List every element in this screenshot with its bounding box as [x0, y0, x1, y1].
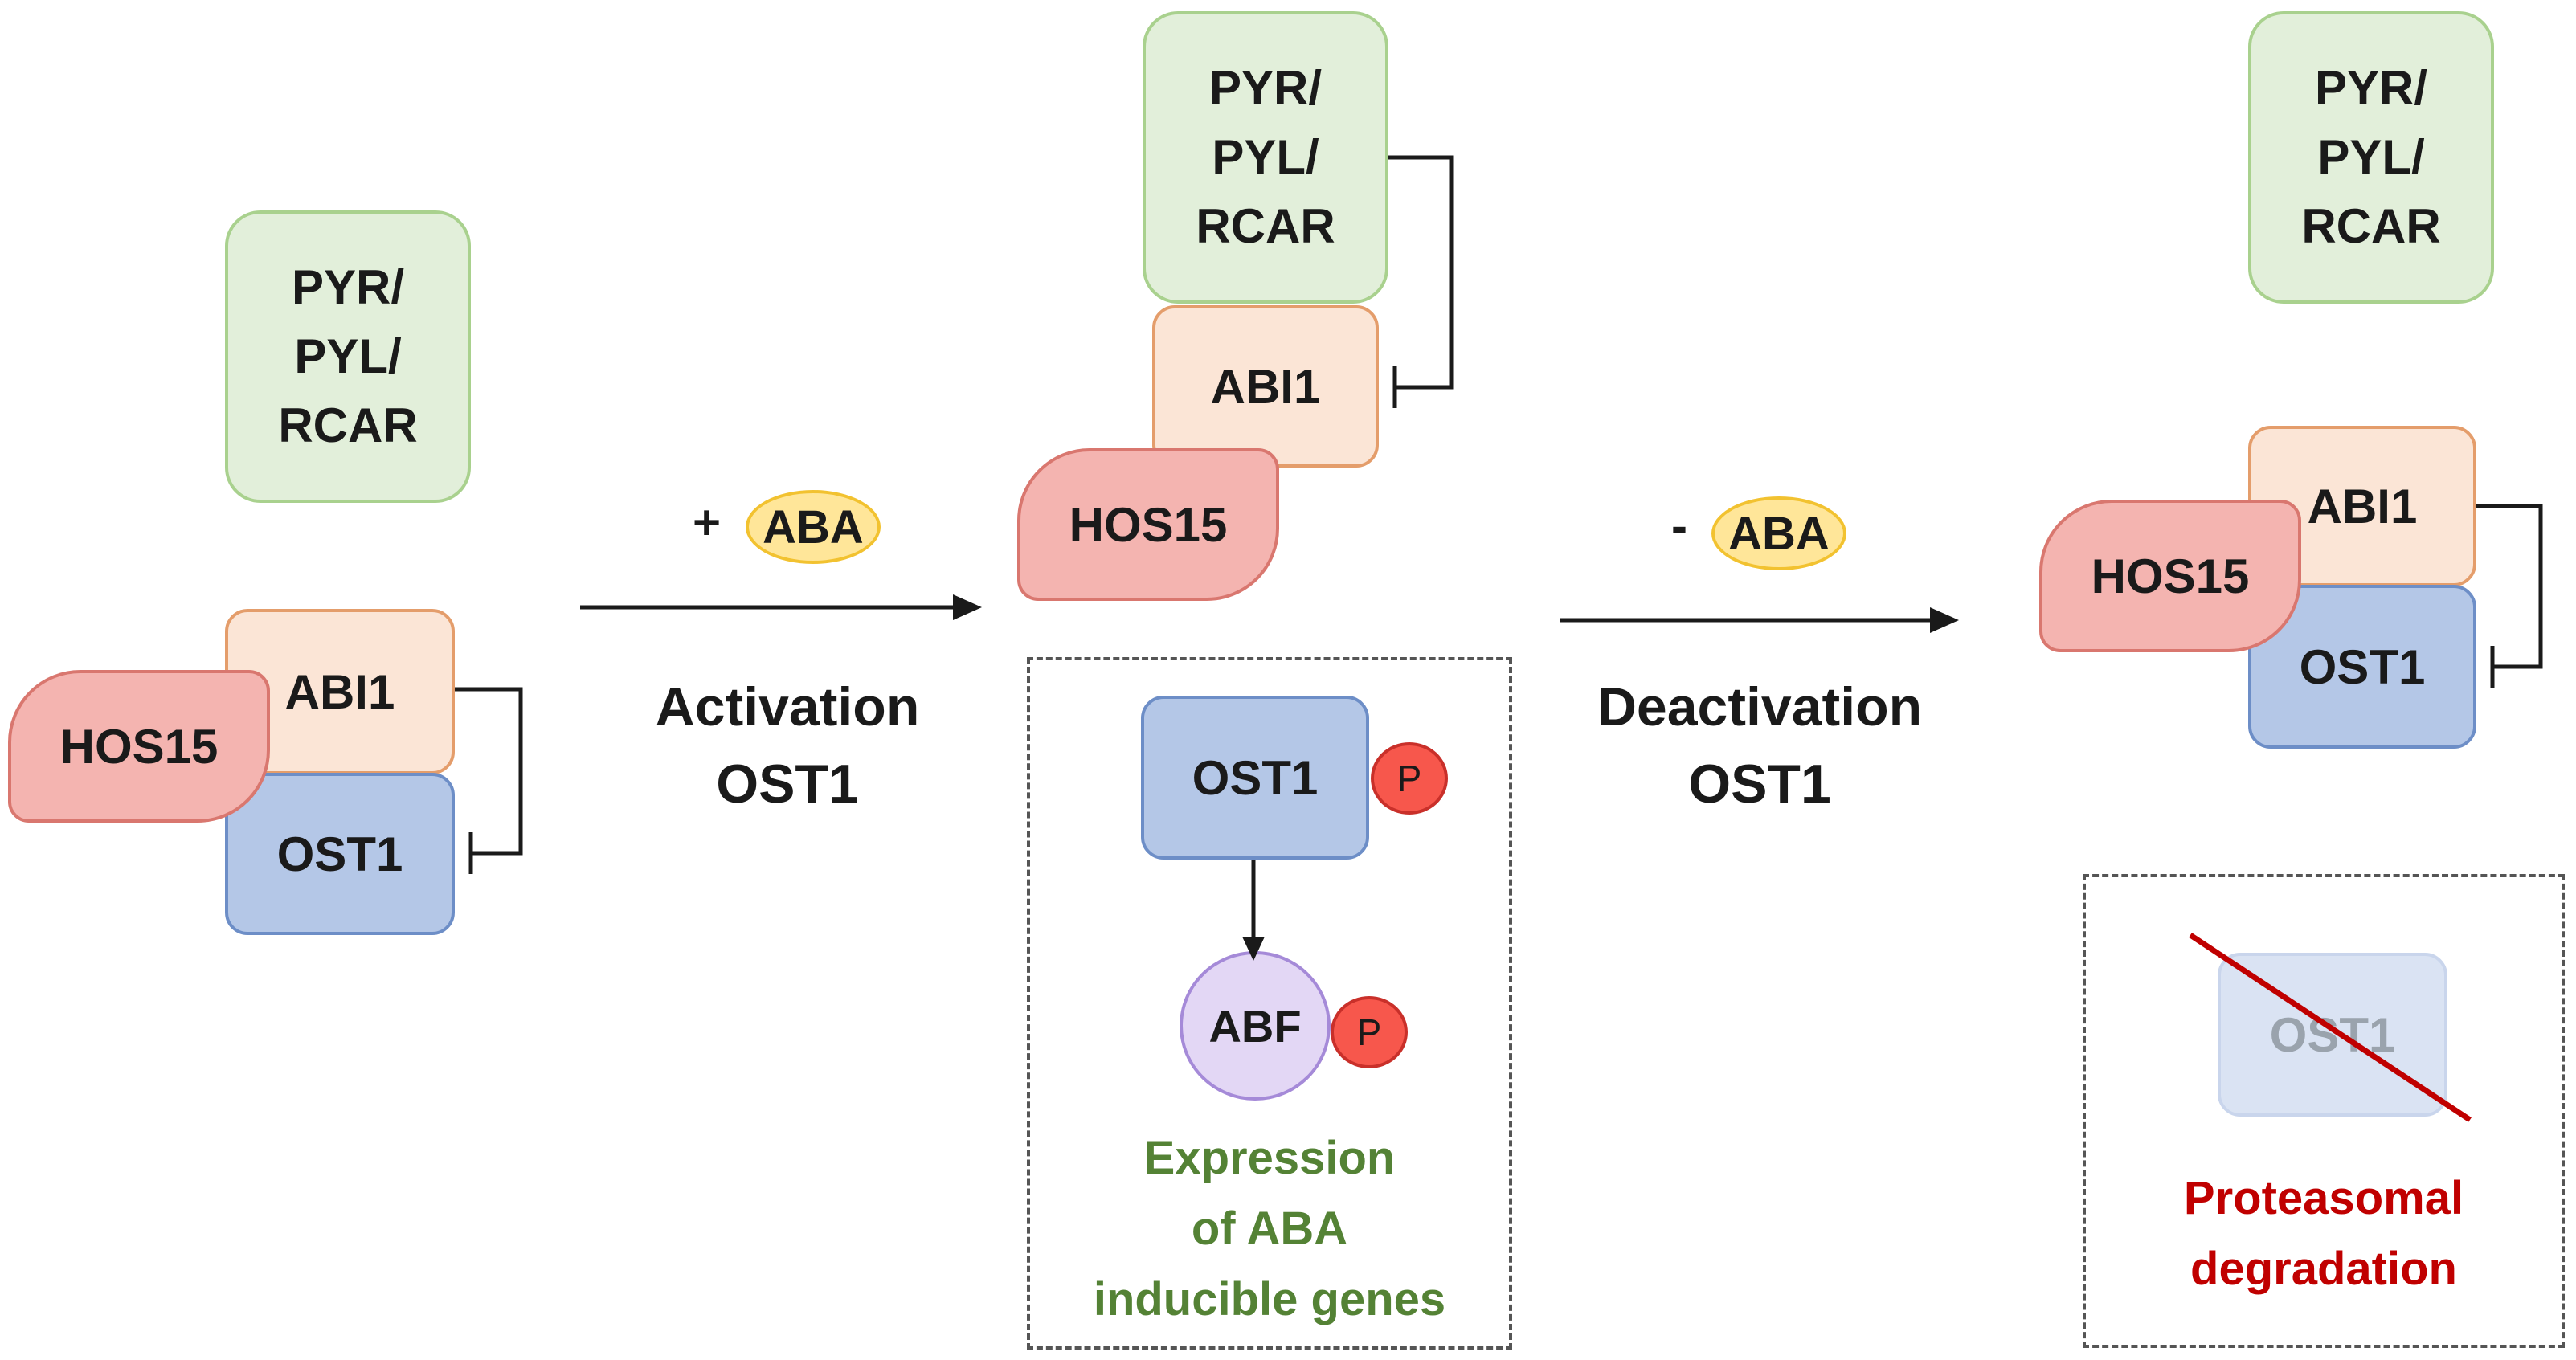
left-receptor-box: PYR/ PYL/ RCAR	[225, 210, 471, 503]
left-receptor-label: PYR/ PYL/ RCAR	[278, 260, 418, 452]
ost1-phospho-badge: P	[1371, 742, 1448, 815]
right-inhibition-line	[2476, 504, 2543, 669]
middle-active-ost1-label: OST1	[1192, 750, 1319, 805]
ost1-phospho-label: P	[1396, 758, 1422, 799]
right-ost1-box: OST1	[2248, 585, 2476, 749]
left-ost1-label: OST1	[276, 827, 403, 881]
middle-active-ost1-box: OST1	[1141, 696, 1369, 860]
right-receptor-box: PYR/ PYL/ RCAR	[2248, 11, 2494, 304]
left-inhibition-line	[455, 687, 523, 856]
middle-receptor-label: PYR/ PYL/ RCAR	[1196, 61, 1335, 253]
deactivation-arrowhead	[1930, 607, 1959, 633]
activation-aba-label: ABA	[763, 500, 864, 553]
activation-arrowhead	[953, 594, 982, 620]
degraded-ost1-label: OST1	[2269, 1007, 2396, 1062]
left-hos15-label: HOS15	[59, 719, 219, 774]
right-abi1-label: ABI1	[2307, 479, 2418, 533]
left-ost1-box: OST1	[225, 773, 455, 935]
abf-label: ABF	[1208, 1000, 1302, 1052]
middle-inhibition-line	[1388, 155, 1454, 390]
abf-phospho-label: P	[1356, 1011, 1382, 1053]
middle-hos15-box: HOS15	[1017, 448, 1279, 601]
activation-aba-badge: ABA	[746, 490, 881, 564]
left-hos15-box: HOS15	[8, 670, 270, 823]
deactivation-label: Deactivation OST1	[1597, 676, 1923, 815]
right-outcome-frame	[2083, 874, 2565, 1348]
right-ost1-label: OST1	[2299, 639, 2426, 694]
middle-abi1-label: ABI1	[1210, 359, 1321, 414]
middle-abi1-box: ABI1	[1152, 305, 1379, 468]
right-receptor-label: PYR/ PYL/ RCAR	[2301, 61, 2441, 253]
right-hos15-label: HOS15	[2091, 549, 2250, 603]
left-abi1-label: ABI1	[284, 664, 395, 719]
middle-receptor-box: PYR/ PYL/ RCAR	[1143, 11, 1388, 304]
middle-hos15-label: HOS15	[1069, 497, 1228, 552]
abf-phospho-badge: P	[1331, 996, 1408, 1068]
abf-box: ABF	[1180, 951, 1331, 1101]
middle-outcome-frame	[1027, 657, 1512, 1350]
gene-expression-text: Expression of ABA inducible genes	[1093, 1132, 1446, 1325]
activation-plus-sign: +	[693, 496, 722, 549]
ost1-to-abf-arrowhead	[1242, 937, 1265, 961]
activation-label: Activation OST1	[655, 676, 920, 815]
deactivation-minus-sign: -	[1671, 499, 1687, 553]
deactivation-aba-label: ABA	[1728, 507, 1830, 560]
degradation-strike-line	[2189, 933, 2472, 1122]
proteasomal-degradation-text: Proteasomal degradation	[2183, 1172, 2464, 1295]
deactivation-aba-badge: ABA	[1711, 496, 1846, 570]
right-hos15-box: HOS15	[2039, 500, 2301, 652]
